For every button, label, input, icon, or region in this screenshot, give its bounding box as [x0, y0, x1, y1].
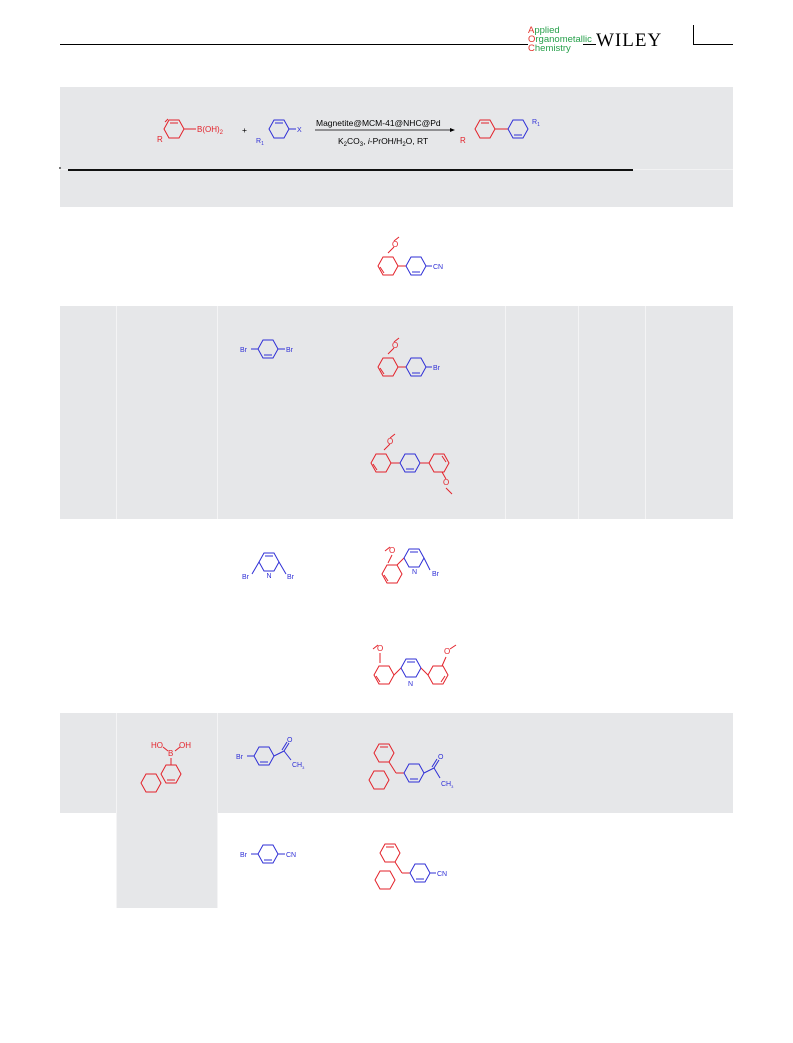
svg-text:CN: CN [437, 871, 447, 878]
svg-text:Br: Br [432, 571, 440, 578]
column-divider [217, 306, 218, 519]
product-r: R [460, 136, 466, 145]
svg-text:O: O [392, 240, 398, 249]
header-rule-right [693, 44, 733, 45]
svg-text:O: O [443, 478, 449, 487]
svg-text:Br: Br [433, 365, 441, 372]
reactant-structure-bromoacetophenone: Br O CH3 [236, 737, 305, 770]
svg-text:O: O [444, 647, 450, 656]
svg-text:Br: Br [240, 852, 248, 859]
svg-text:HO: HO [151, 741, 163, 750]
column-divider [645, 306, 646, 519]
svg-text:Br: Br [242, 574, 250, 581]
reaction-scheme: R B(OH)2 + R1 X Magnetite@MCM-41@NHC@Pd … [157, 118, 540, 148]
svg-text:O: O [377, 644, 383, 653]
reactant-structure-bromobenzonitrile: Br CN [240, 844, 296, 864]
row-band-5-cell [116, 813, 217, 908]
svg-text:OH: OH [179, 741, 191, 750]
product-structure-1: O CN [377, 236, 443, 276]
publisher-logo: WILEY [596, 30, 663, 51]
svg-text:Br: Br [240, 347, 248, 354]
scheme-mark [59, 167, 61, 169]
svg-text:CH3: CH3 [292, 762, 305, 770]
row-band-2 [60, 306, 733, 519]
row-band-4 [60, 713, 733, 813]
svg-text:Br: Br [236, 754, 244, 761]
reactant-structure-dibromopyridine: N Br Br [242, 552, 295, 581]
scheme-rule [68, 169, 633, 171]
journal-logo: Applied Organometallic Chemistry [528, 25, 592, 54]
product-structure-3b: O N O [372, 644, 457, 688]
catalyst-label: Magnetite@MCM-41@NHC@Pd [316, 118, 441, 128]
column-divider [116, 713, 117, 908]
header-rule [60, 44, 528, 45]
product-structure-2b: O O [370, 433, 453, 495]
publisher-dash [583, 44, 596, 45]
scheme-band [60, 87, 733, 207]
svg-text:CN: CN [286, 852, 296, 859]
column-divider [217, 713, 218, 908]
product-structure-5: CN [374, 843, 447, 890]
page-number-bar [693, 25, 694, 44]
plus-sign: + [242, 125, 247, 135]
product-structure-2a: O Br [377, 337, 441, 377]
substituent-r1: R1 [256, 138, 264, 147]
substituent-r: R [157, 135, 163, 144]
svg-text:Br: Br [286, 347, 294, 354]
svg-text:N: N [412, 569, 417, 576]
halide-x: X [297, 127, 302, 134]
product-r1: R1 [532, 119, 540, 128]
svg-text:N: N [408, 681, 413, 688]
conditions-label: K2CO3, i-PrOH/H2O, RT [338, 136, 428, 148]
column-divider [578, 306, 579, 519]
product-structure-3a: O N Br [381, 546, 440, 584]
svg-text:O: O [438, 754, 444, 761]
svg-text:CH3: CH3 [441, 781, 454, 789]
svg-text:O: O [387, 437, 393, 446]
column-divider [505, 306, 506, 519]
svg-text:Br: Br [287, 574, 295, 581]
reactant-structure-dibromobenzene: Br Br [240, 339, 294, 359]
product-structure-4: O CH3 [368, 743, 454, 790]
reactant-structure-naphthylboronic: HO B OH [140, 741, 191, 793]
svg-text:CN: CN [433, 264, 443, 271]
svg-text:O: O [287, 737, 293, 744]
boronic-acid-label: B(OH)2 [197, 125, 224, 136]
column-divider [116, 306, 117, 519]
svg-text:B: B [168, 749, 173, 758]
svg-text:O: O [392, 341, 398, 350]
benzene-ring [163, 119, 185, 139]
svg-text:O: O [389, 546, 395, 555]
svg-text:N: N [267, 573, 272, 580]
